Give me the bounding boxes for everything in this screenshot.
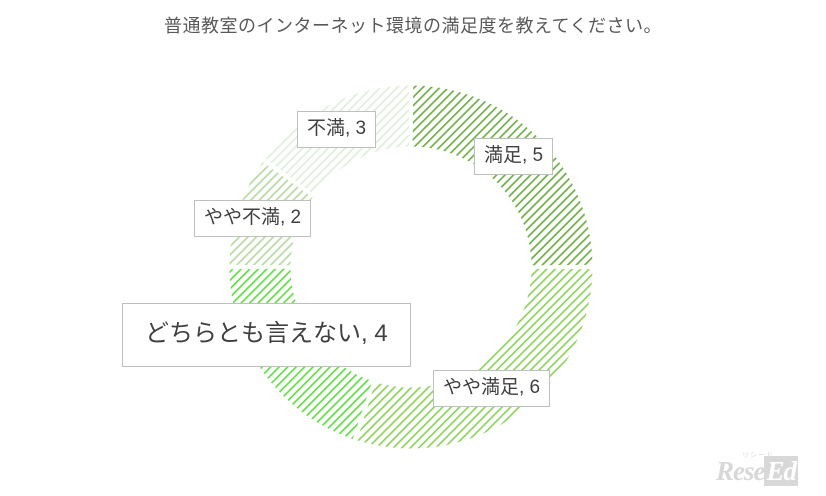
reseed-logo-ed: Ed [764,456,798,486]
data-label-dochiratomo-ienai: どちらとも言えない, 4 [122,303,411,367]
reseed-logo-rese: Rese [716,456,765,486]
doughnut-slice [411,84,594,267]
chart-title: 普通教室のインターネット環境の満足度を教えてください。 [163,16,663,36]
data-label-yaya-fuman: やや不満, 2 [194,200,312,237]
doughnut-slice [355,267,594,450]
data-label-fuman: 不満, 3 [297,111,377,148]
reseed-logo-wordmark: ReseEd [716,456,798,487]
data-label-yaya-manzoku: やや満足, 6 [433,370,551,407]
reseed-logo: リシード ReseEd [716,450,812,486]
data-label-manzoku: 満足, 5 [474,138,554,175]
reseed-logo-ruby: リシード [742,452,774,459]
